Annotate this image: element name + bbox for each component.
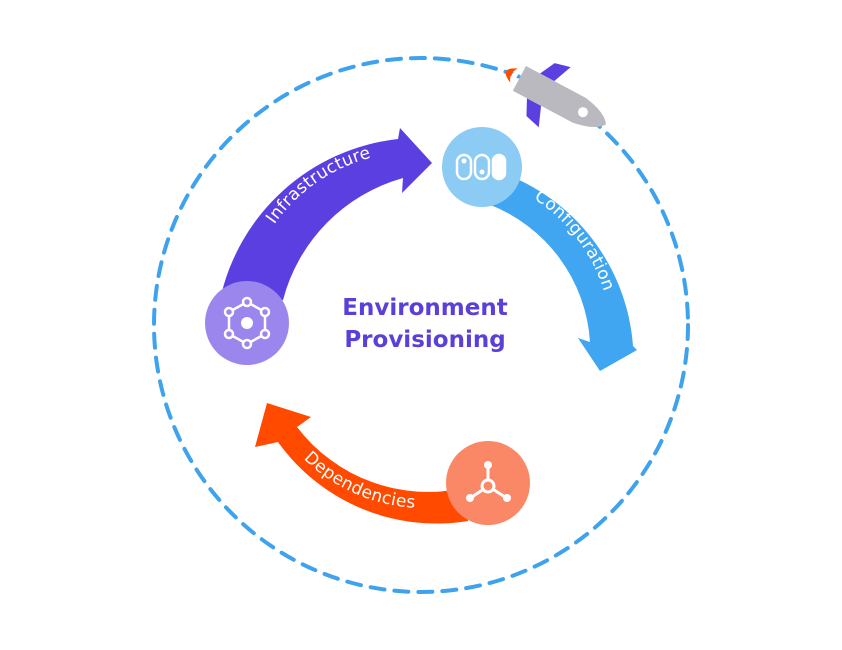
center-title-line-1: Environment	[342, 295, 508, 321]
rocket-icon	[505, 63, 606, 128]
dependencies-arrow	[255, 403, 468, 524]
hexagon-network-icon	[223, 296, 271, 350]
center-title-line-2: Provisioning	[344, 327, 506, 353]
orbit-dashed-circle	[152, 56, 690, 594]
infrastructure-node	[205, 281, 289, 365]
hub-nodes-icon	[466, 461, 511, 502]
configuration-node	[442, 127, 522, 207]
toggle-pills-icon	[455, 153, 507, 181]
configuration-arrow	[488, 172, 637, 371]
dependencies-node	[446, 441, 530, 525]
infrastructure-arrow	[220, 128, 432, 300]
